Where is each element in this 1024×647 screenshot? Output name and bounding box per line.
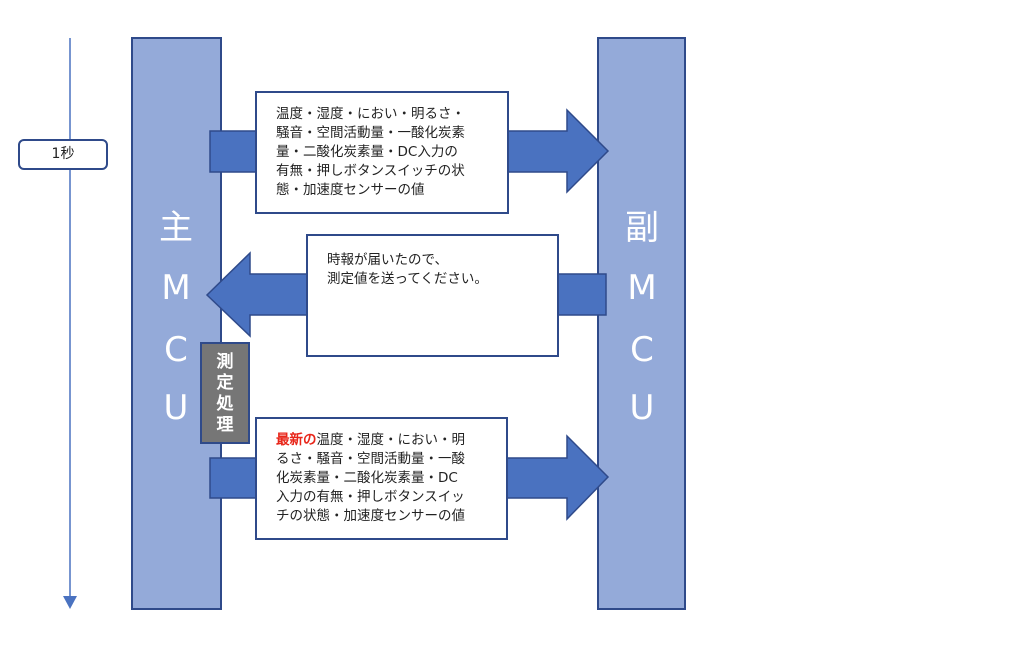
timeline-arrowhead-icon bbox=[63, 596, 77, 609]
measure-char: 定 bbox=[216, 373, 234, 393]
time-label-box: 1秒 bbox=[18, 139, 108, 170]
message-line: 時報が届いたので、 bbox=[327, 252, 448, 268]
message-line: 化炭素量・二酸化炭素量・DC bbox=[276, 470, 458, 486]
message-line: 有無・押しボタンスイッチの状 bbox=[276, 163, 465, 179]
main-mcu-char: 主 bbox=[159, 208, 193, 248]
message-line: 態・加速度センサーの値 bbox=[276, 182, 425, 198]
message-line: るさ・騒音・空間活動量・一酸 bbox=[276, 451, 465, 467]
message-line: 入力の有無・押しボタンスイッ bbox=[276, 489, 465, 505]
message-line: 温度・湿度・におい・明 bbox=[316, 432, 466, 448]
message-line: 騒音・空間活動量・一酸化炭素 bbox=[276, 125, 465, 141]
message-line: 量・二酸化炭素量・DC入力の bbox=[276, 144, 458, 160]
time-label: 1秒 bbox=[51, 146, 75, 162]
message-box-sensor-values: 温度・湿度・におい・明るさ・ 騒音・空間活動量・一酸化炭素 量・二酸化炭素量・D… bbox=[255, 91, 509, 214]
latest-highlight: 最新の bbox=[276, 432, 317, 448]
main-mcu-bar bbox=[131, 37, 222, 610]
measure-char: 理 bbox=[216, 415, 234, 435]
message-line: チの状態・加速度センサーの値 bbox=[276, 508, 465, 524]
main-mcu-char: U bbox=[163, 388, 189, 428]
sub-mcu-char: U bbox=[629, 388, 655, 428]
sub-mcu-char: 副 bbox=[625, 208, 659, 248]
measure-char: 処 bbox=[216, 394, 234, 414]
measure-process-box: 測 定 処 理 bbox=[200, 342, 250, 444]
main-mcu-char: M bbox=[161, 268, 191, 308]
message-line: 測定値を送ってください。 bbox=[327, 271, 488, 287]
sub-mcu-char: C bbox=[630, 330, 654, 370]
main-mcu-char: C bbox=[164, 330, 188, 370]
message-box-latest-values: 最新の温度・湿度・におい・明 るさ・騒音・空間活動量・一酸 化炭素量・二酸化炭素… bbox=[255, 417, 508, 540]
sub-mcu-char: M bbox=[627, 268, 657, 308]
message-line: 温度・湿度・におい・明るさ・ bbox=[276, 106, 465, 122]
sub-mcu-bar bbox=[597, 37, 686, 610]
measure-char: 測 bbox=[216, 352, 234, 372]
message-box-request: 時報が届いたので、 測定値を送ってください。 bbox=[306, 234, 559, 357]
